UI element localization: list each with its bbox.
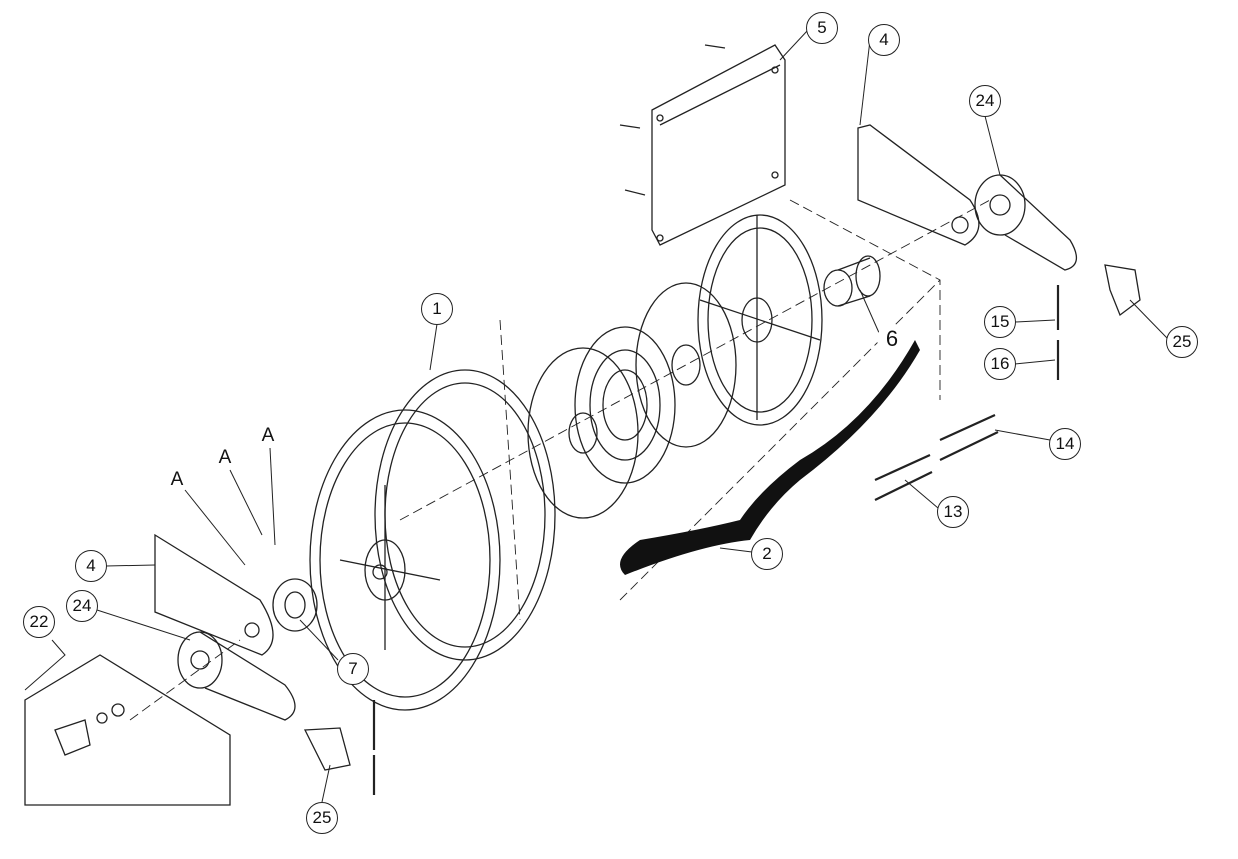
callout-25-right: 25 [1166,326,1198,358]
reel-spider-frame [697,214,823,426]
mounting-plate [619,44,786,246]
callout-25-left: 25 [306,802,338,834]
callout-14: 14 [1049,428,1081,460]
left-side-bracket [154,533,274,656]
callout-13: 13 [937,496,969,528]
callout-2: 2 [751,538,783,570]
letter-a-3: A [261,425,275,446]
right-side-bracket [857,124,980,246]
callout-5: 5 [806,12,838,44]
swivel-inset [24,654,231,806]
leader-lines [24,29,1168,803]
spring-assembly [527,282,737,519]
assembly-lines [129,199,991,721]
callout-4-right: 4 [868,24,900,56]
letter-a-2: A [218,447,232,468]
left-arm [177,631,351,771]
callout-24-left: 24 [66,590,98,622]
callout-6: 6 [877,324,907,354]
callout-22: 22 [23,606,55,638]
callout-4-left: 4 [75,550,107,582]
bushing [823,255,881,307]
callout-16: 16 [984,348,1016,380]
tie-rods [372,285,1060,795]
callout-15: 15 [984,306,1016,338]
callout-1: 1 [421,293,453,325]
hose [620,340,920,575]
right-arm [974,174,1141,317]
callout-24-right: 24 [969,85,1001,117]
reel-drum [309,369,556,711]
hub [272,578,318,632]
callout-7: 7 [337,653,369,685]
letter-a-1: A [170,469,184,490]
